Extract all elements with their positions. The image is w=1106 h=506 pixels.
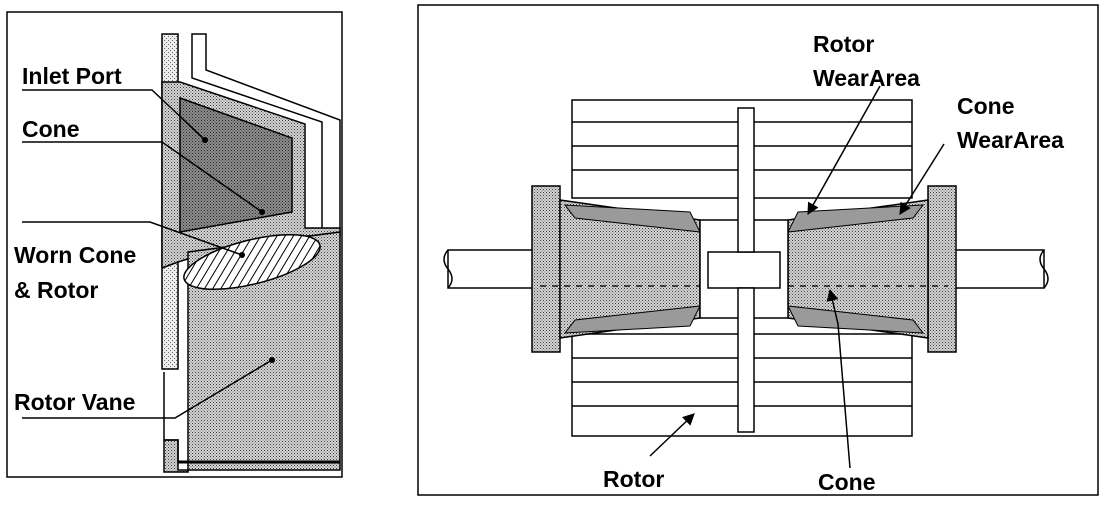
label-rotor-vane: Rotor Vane — [14, 389, 135, 415]
label-cone-left: Cone — [22, 116, 80, 142]
inlet-port-leader — [22, 89, 206, 141]
label-worn-cone: Worn Cone — [14, 242, 136, 268]
worn-zone-leader — [22, 221, 243, 256]
cone-wear-arrow — [899, 143, 945, 216]
worn-zone-ellipse — [183, 234, 321, 290]
label-worn-rotor: & Rotor — [14, 277, 98, 303]
cone-arrow — [826, 288, 851, 469]
rotor-vane-step — [163, 372, 179, 462]
label-inlet-port: Inlet Port — [22, 63, 122, 89]
rotor-vane-leader — [22, 359, 273, 419]
right-diagram: Rotor WearArea Cone WearArea Rotor Cone — [417, 4, 1099, 496]
rotor-vane-bottom — [737, 287, 755, 433]
rotor-hub-core — [707, 251, 781, 289]
label-rotor: Rotor — [603, 466, 664, 492]
cone-leader — [22, 141, 263, 213]
label-cone-wear-2: WearArea — [957, 127, 1064, 153]
cone-right-flange — [927, 185, 957, 353]
shaft-left-break — [443, 249, 453, 289]
rotor-vane-top — [737, 107, 755, 253]
label-rotor-wear-2: WearArea — [813, 65, 920, 91]
label-rotor-wear-1: Rotor — [813, 31, 874, 57]
cone-left-flange — [531, 185, 561, 353]
shaft-right-break — [1039, 249, 1049, 289]
cone-inner-block — [179, 96, 293, 233]
label-cone-right: Cone — [818, 469, 876, 495]
left-diagram: Inlet Port Cone Worn Cone & Rotor Rotor … — [6, 11, 343, 478]
rotor-wear-arrow — [807, 85, 881, 216]
rotor-arrow — [649, 413, 695, 457]
label-cone-wear-1: Cone — [957, 93, 1015, 119]
